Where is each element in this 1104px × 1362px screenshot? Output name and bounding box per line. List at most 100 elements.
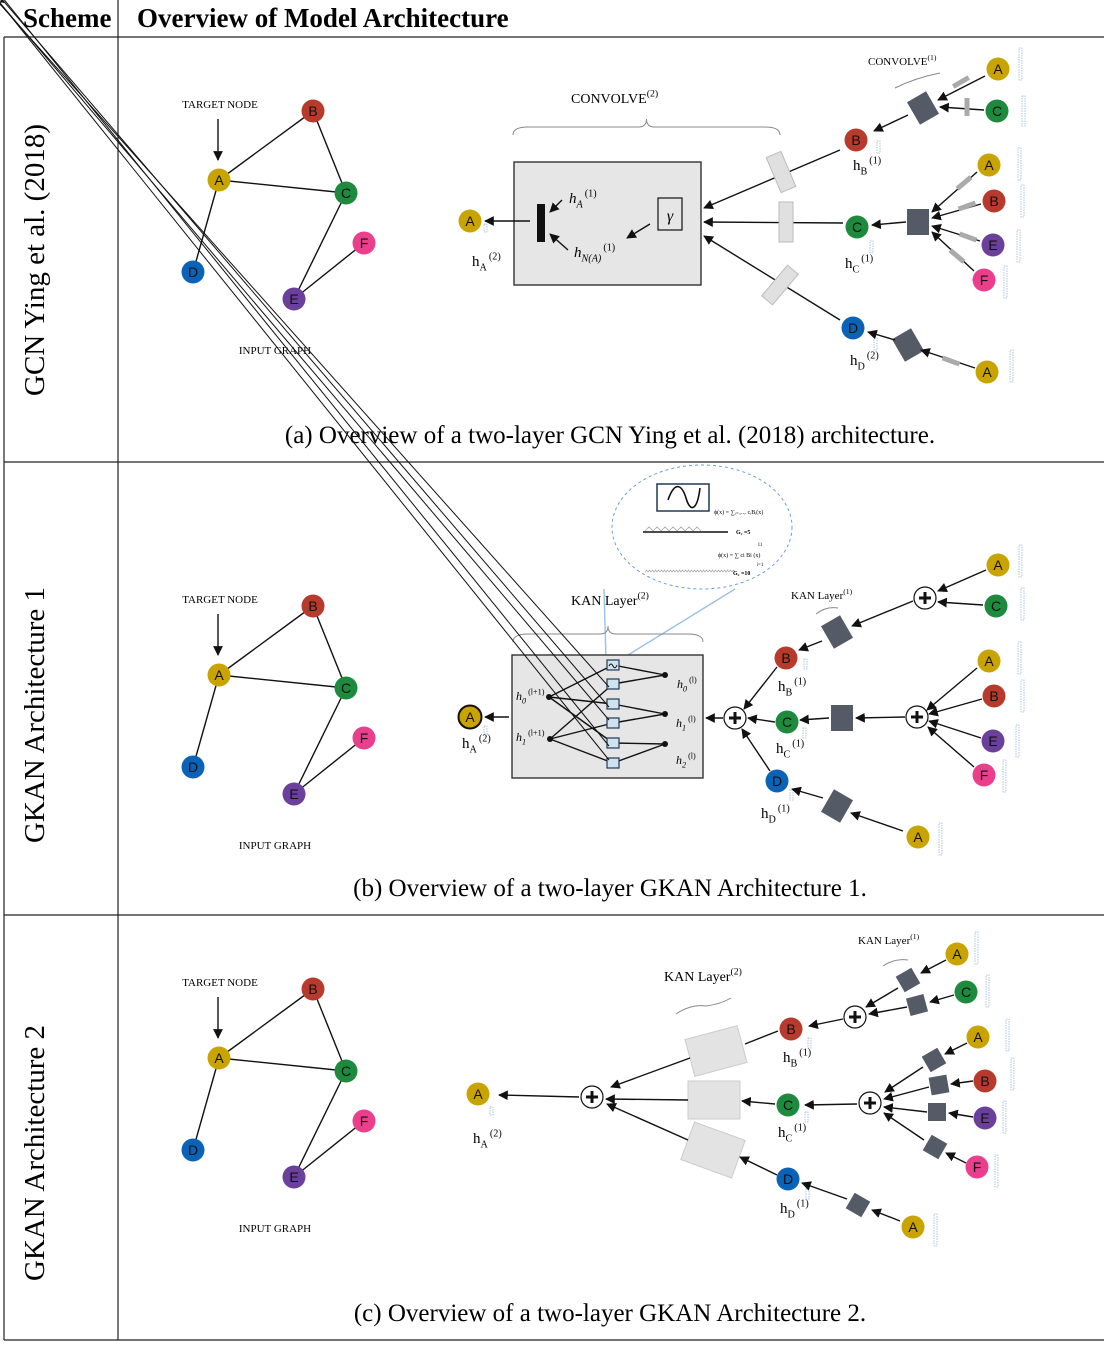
node-label: D — [188, 264, 198, 280]
plus-sign — [864, 1097, 876, 1109]
node-label: C — [341, 185, 351, 201]
feature-vector-icon — [873, 337, 878, 351]
feature-vector-icon — [1002, 1100, 1007, 1134]
node-d: D — [181, 260, 205, 284]
h-0-l1-label: h0(l+1) — [516, 688, 545, 706]
basis-function-box — [606, 757, 620, 769]
graph-edge — [192, 674, 220, 768]
node-e: E — [981, 233, 1005, 257]
edge — [801, 1181, 848, 1200]
callout-grid-1: G₂ =5 — [736, 530, 750, 536]
node-c: C — [334, 1059, 358, 1083]
edge — [937, 597, 984, 608]
feature-vector-icon — [1018, 544, 1023, 578]
edge — [937, 75, 986, 101]
kan-edge — [548, 696, 614, 744]
graph-edge — [218, 110, 314, 181]
node-label: B — [989, 688, 998, 704]
node-label: D — [188, 1142, 198, 1158]
h-d-label: hD(1) — [780, 1198, 809, 1220]
node-circle — [977, 153, 1001, 177]
feature-vector-icon — [483, 725, 488, 735]
node-e: E — [282, 782, 306, 806]
feature-vector-icon — [1017, 147, 1022, 181]
node-f: F — [965, 1155, 989, 1179]
h-a-1-label: hA(1) — [569, 188, 597, 210]
node-label: A — [473, 1086, 483, 1102]
node-circle — [352, 1109, 376, 1133]
spline-box — [656, 483, 710, 512]
kan-layer-1-brace — [882, 959, 909, 967]
feature-vector-icon — [803, 658, 808, 670]
node-a: A — [945, 942, 969, 966]
node-e: E — [282, 287, 306, 311]
basis-function-box — [606, 717, 620, 729]
node-f: F — [352, 231, 376, 255]
node-circle — [776, 1167, 800, 1191]
kan-layer-2-brace — [675, 997, 732, 1015]
node-label: B — [786, 1021, 795, 1037]
feature-vector-icon — [1003, 265, 1008, 299]
edge — [871, 219, 907, 230]
kan-block — [928, 1074, 950, 1096]
node-a: A — [975, 360, 999, 384]
convolve-2-brace — [512, 118, 781, 136]
aggregate-plus-icon — [905, 705, 929, 729]
feature-vector-icon — [1020, 587, 1025, 621]
node-d: D — [841, 316, 865, 340]
target-node-label: TARGET NODE — [182, 99, 258, 111]
kan-edge — [549, 722, 614, 740]
header-scheme: Scheme — [23, 3, 111, 33]
node-f: F — [972, 268, 996, 292]
kan-edge — [612, 743, 666, 764]
h-d-label: hD(1) — [761, 803, 790, 825]
node-b: B — [774, 646, 798, 670]
node-circle — [972, 268, 996, 292]
node-b: B — [844, 128, 868, 152]
node-circle — [984, 594, 1008, 618]
feature-vector-icon — [1020, 184, 1025, 218]
kan-neuron — [546, 694, 552, 700]
node-circle — [973, 1069, 997, 1093]
node-circle — [982, 684, 1006, 708]
weight — [957, 200, 977, 212]
feature-vector-icon — [1018, 47, 1023, 81]
node-c: C — [845, 215, 869, 239]
node-circle — [844, 128, 868, 152]
kan-layer-1-label: KAN Layer(1) — [858, 932, 920, 947]
edge — [851, 600, 914, 628]
node-label: C — [852, 219, 862, 235]
node-c: C — [984, 594, 1008, 618]
arrow — [549, 199, 563, 213]
node-d: D — [765, 769, 789, 793]
node-circle — [985, 99, 1009, 123]
kan-block — [905, 993, 929, 1017]
node-circle — [776, 1093, 800, 1117]
node-circle — [301, 99, 325, 123]
kan-layer-2-label: KAN Layer(2) — [664, 967, 742, 985]
node-label: A — [908, 1219, 918, 1235]
node-circle — [977, 649, 1001, 673]
basis-function-box — [606, 678, 620, 690]
basis-function-icon — [0, 0, 610, 761]
node-label: A — [993, 557, 1003, 573]
edge — [937, 569, 987, 592]
basis-function-box — [606, 737, 620, 749]
node-b: B — [301, 594, 325, 618]
aggregate-plus-icon — [580, 1085, 604, 1109]
node-label: B — [308, 598, 317, 614]
kan-block — [845, 1192, 871, 1218]
edge — [850, 811, 904, 832]
graph-edge — [293, 687, 347, 795]
node-f: F — [972, 763, 996, 787]
weight — [958, 231, 978, 243]
node-label: D — [772, 773, 782, 789]
h-a-2-label: hA(2) — [473, 1128, 502, 1150]
feature-vector-icon — [1017, 641, 1022, 675]
callout-sum-bottom: i=1 — [757, 563, 764, 568]
output-arrow — [498, 1090, 580, 1101]
edge — [939, 102, 985, 113]
node-a: A — [458, 209, 482, 233]
node-a: A — [207, 1046, 231, 1070]
node-label: C — [341, 680, 351, 696]
